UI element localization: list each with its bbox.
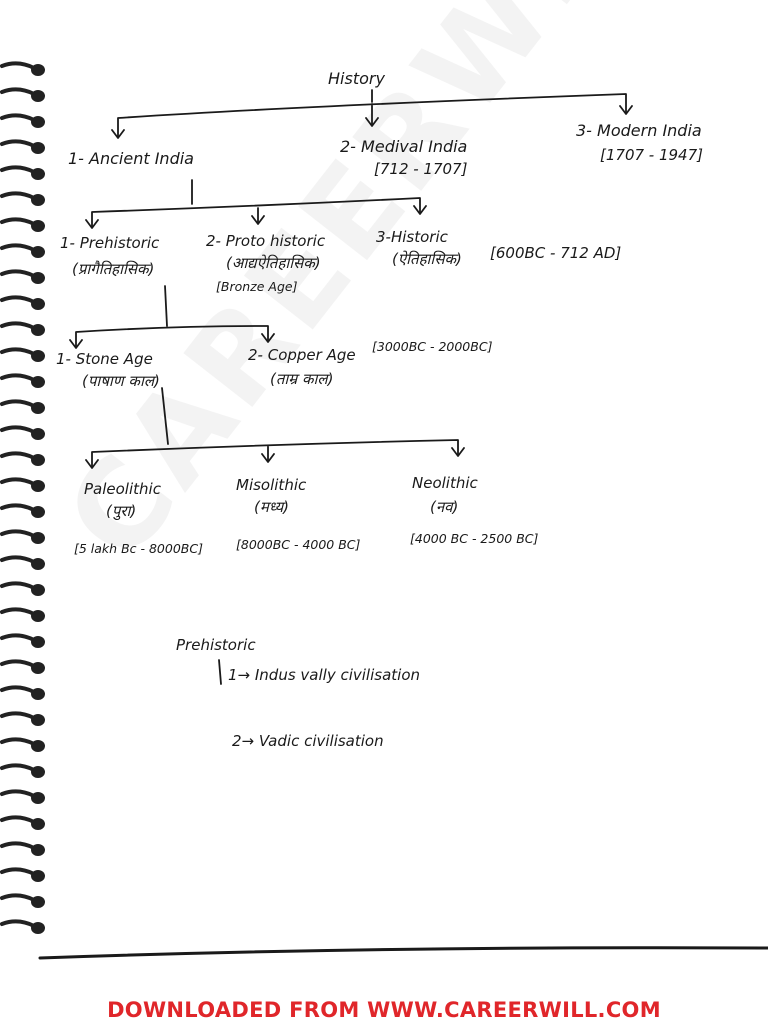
binding-coil xyxy=(0,451,36,460)
binding-coil xyxy=(0,919,36,928)
hindi-neolithic: (नव) xyxy=(430,498,459,516)
binding-coil xyxy=(0,529,36,538)
hindi-mesolithic: (मध्य) xyxy=(254,498,290,516)
binding-coil xyxy=(0,867,36,876)
node-neolithic: Neolithic xyxy=(412,474,478,492)
binding-coil xyxy=(0,217,36,226)
range-historic: [600BC - 712 AD] xyxy=(490,244,622,262)
binding-coil xyxy=(0,347,36,356)
binding-coil xyxy=(0,243,36,252)
node-ancient-india: 1- Ancient India xyxy=(68,149,194,168)
root-node: History xyxy=(328,69,385,88)
node-stone-age: 1- Stone Age xyxy=(56,350,153,368)
node-historic: 3-Historic xyxy=(376,228,448,246)
notes-item-2: 2→ Vadic civilisation xyxy=(232,732,384,750)
node-paleolithic: Paleolithic xyxy=(84,480,161,498)
node-mesolithic: Misolithic xyxy=(236,476,307,494)
binding-coil xyxy=(0,581,36,590)
node-medieval-india: 2- Medival India xyxy=(340,137,468,156)
binding-coil xyxy=(0,425,36,434)
binding-coil xyxy=(0,139,36,148)
hindi-stone-age: (पाषाण काल) xyxy=(82,372,160,390)
note-bronze-age: [Bronze Age] xyxy=(216,279,298,294)
range-copper-age: [3000BC - 2000BC] xyxy=(372,339,493,354)
binding-coil xyxy=(0,321,36,330)
node-modern-india: 3- Modern India xyxy=(576,121,702,140)
binding-coil xyxy=(0,87,36,96)
binding-coil xyxy=(0,373,36,382)
range-medieval-india: [712 - 1707] xyxy=(374,160,468,178)
binding-coil xyxy=(0,893,36,902)
binding-coil xyxy=(0,61,36,70)
node-copper-age: 2- Copper Age xyxy=(248,346,356,364)
node-prehistoric: 1- Prehistoric xyxy=(60,234,160,252)
binding-coil xyxy=(0,399,36,408)
binding-coil xyxy=(0,295,36,304)
binding-coil xyxy=(0,763,36,772)
hindi-historic: (ऐतिहासिक) xyxy=(392,250,462,268)
binding-coil xyxy=(0,633,36,642)
binding-coil xyxy=(0,659,36,668)
node-protohistoric: 2- Proto historic xyxy=(206,232,326,250)
binding-coil xyxy=(0,711,36,720)
binding-coil xyxy=(0,841,36,850)
hindi-prehistoric: (प्रागैतिहासिक) xyxy=(72,260,155,278)
footer-download-banner: DOWNLOADED FROM WWW.CAREERWILL.COM xyxy=(107,998,661,1022)
binding-coil xyxy=(0,503,36,512)
binding-coil xyxy=(0,737,36,746)
binding-coil xyxy=(0,113,36,122)
binding-coil xyxy=(0,607,36,616)
range-neolithic: [4000 BC - 2500 BC] xyxy=(410,531,539,546)
hindi-copper-age: (ताम्र काल) xyxy=(270,370,334,388)
hindi-protohistoric: (आद्यऐतिहासिक) xyxy=(226,254,321,272)
binding-coil xyxy=(0,555,36,564)
hindi-paleolithic: (पुरा) xyxy=(106,502,137,520)
range-modern-india: [1707 - 1947] xyxy=(600,146,704,164)
binding-coil xyxy=(0,815,36,824)
range-mesolithic: [8000BC - 4000 BC] xyxy=(236,537,361,552)
binding-coil xyxy=(0,269,36,278)
binding-coil xyxy=(0,191,36,200)
binding-coil xyxy=(0,165,36,174)
notes-heading: Prehistoric xyxy=(176,636,256,654)
range-paleolithic: [5 lakh Bc - 8000BC] xyxy=(74,541,203,556)
spiral-binding xyxy=(0,61,45,934)
binding-coil xyxy=(0,685,36,694)
binding-coil xyxy=(0,477,36,486)
notes-item-1: 1→ Indus vally civilisation xyxy=(228,666,421,684)
binding-coil xyxy=(0,789,36,798)
